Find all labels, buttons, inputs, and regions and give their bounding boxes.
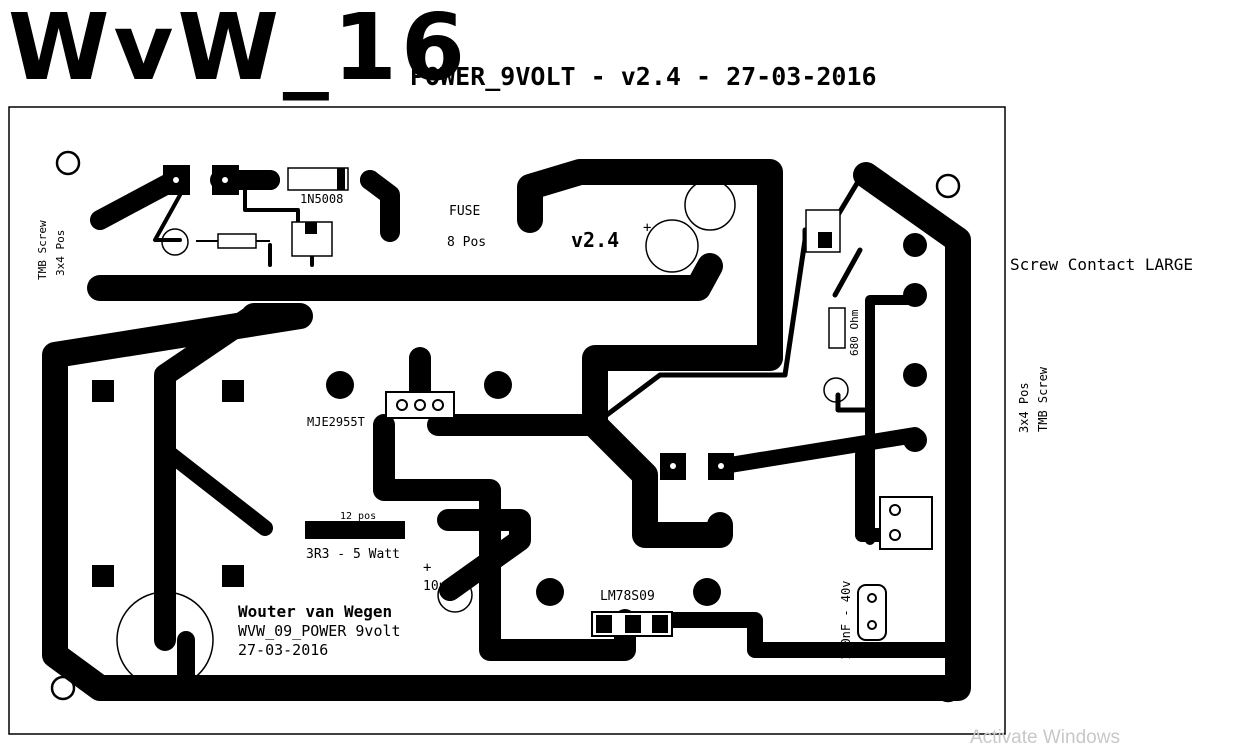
- top-left-thin-1: [153, 193, 182, 242]
- main-power-trace: [517, 159, 783, 548]
- label-tmb-left-1: TMB Screw: [36, 220, 49, 280]
- diode-body: [287, 167, 349, 191]
- round-pad-2: [484, 371, 512, 399]
- label-screw-contact: Screw Contact LARGE: [1010, 255, 1193, 274]
- thin-trace-4: [835, 392, 873, 413]
- label-plus-2: +: [423, 560, 431, 576]
- screw-pad-3: [903, 363, 927, 387]
- thin-trace-3: [832, 247, 863, 298]
- square-pad-4: [222, 565, 244, 587]
- label-fuse: FUSE: [449, 204, 480, 219]
- right-terminal-block: [879, 496, 933, 550]
- top-left-trace-1: [90, 170, 185, 230]
- label-cap-10u: 10uF: [423, 579, 454, 594]
- left-diagonal-trace: [157, 442, 273, 536]
- label-version: v2.4: [571, 228, 619, 252]
- left-inner-trace: [154, 305, 263, 651]
- mount-hole-br: [935, 677, 961, 703]
- led-680-outline: [823, 377, 849, 403]
- diode-band: [337, 168, 345, 190]
- label-resistor-680: 680 Ohm: [848, 309, 861, 356]
- screw-pad-4: [903, 428, 927, 452]
- round-pad-1: [326, 371, 354, 399]
- cap-big-outline: [645, 219, 699, 273]
- cap-220-outline: [684, 179, 736, 231]
- led-outline: [161, 228, 189, 256]
- label-tmb-right-1: 3x4 Pos: [1017, 382, 1031, 433]
- right-trace-1: [722, 427, 923, 473]
- label-diode: 1N5008: [300, 192, 343, 206]
- label-author: Wouter van Wegen: [238, 602, 392, 621]
- diode-pad-right: [360, 170, 380, 190]
- regulator-right-trace: [657, 612, 966, 658]
- regulator-trace: [437, 509, 531, 601]
- screw-pad-1: [903, 233, 927, 257]
- cap-100n-outline: [857, 584, 887, 641]
- square-pad-2: [222, 380, 244, 402]
- resistor-680-body: [828, 307, 846, 349]
- label-transistor: MJE2955T: [307, 415, 365, 429]
- thin-trace-1: [597, 227, 808, 423]
- pad-hole-b: [222, 177, 228, 183]
- label-tmb-left-2: 3x4 Pos: [54, 230, 67, 276]
- input-trace: [87, 253, 723, 301]
- square-pad-3: [92, 565, 114, 587]
- label-plus-1: +: [643, 220, 651, 236]
- mount-hole-tr: [935, 173, 961, 199]
- small-resistor-body: [217, 233, 257, 249]
- transistor-trace-b: [373, 414, 636, 661]
- label-project: WVW_09_POWER 9volt: [238, 622, 401, 640]
- board-subtitle: POWER_9VOLT - v2.4 - 27-03-2016: [410, 62, 877, 91]
- mount-hole-tl: [55, 150, 81, 176]
- round-pad-3: [536, 578, 564, 606]
- label-resistor-3r3: 3R3 - 5 Watt: [306, 547, 400, 562]
- windows-activation-watermark: Activate Windows: [970, 727, 1120, 748]
- label-res-pos: 12 pos: [340, 511, 376, 522]
- label-tmb-right-2: TMB Screw: [1036, 366, 1050, 432]
- mount-hole-bl: [50, 675, 76, 701]
- pad-hole-a: [173, 177, 179, 183]
- big-cap-outline: [116, 591, 214, 689]
- board-outline: [8, 106, 1006, 735]
- pad-hole-c: [670, 463, 676, 469]
- square-pad-1: [92, 380, 114, 402]
- screw-pad-2: [903, 283, 927, 307]
- label-fuse-pos: 8 Pos: [447, 235, 486, 250]
- label-date: 27-03-2016: [238, 641, 328, 659]
- pad-hole-d: [718, 463, 724, 469]
- diode-pad-left: [260, 170, 280, 190]
- board-id-title: WvW_16: [8, 0, 469, 101]
- label-cap-100n: 100nF - 40v: [839, 581, 853, 660]
- cap-10u-outline: [437, 577, 473, 613]
- resistor-3r3-body: [305, 521, 405, 539]
- label-regulator: LM78S09: [600, 589, 655, 604]
- round-pad-4: [693, 578, 721, 606]
